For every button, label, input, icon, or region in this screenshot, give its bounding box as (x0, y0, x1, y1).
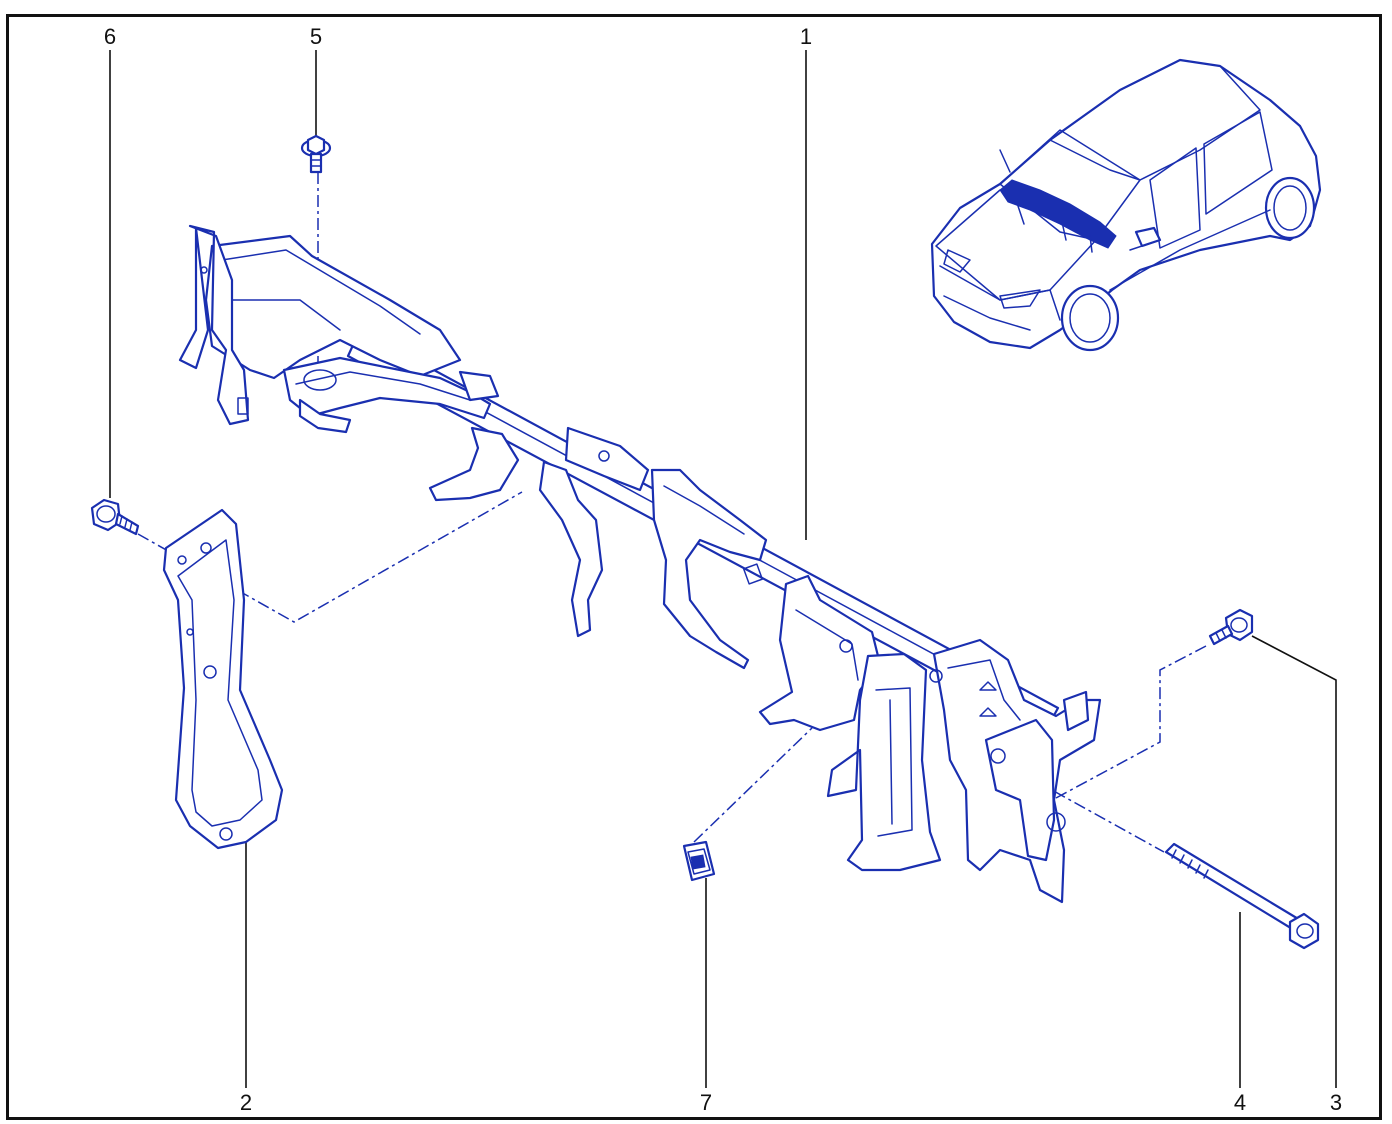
vehicle-sketch-icon (930, 58, 1322, 352)
callout-5: 5 (310, 24, 322, 49)
bolt-6-icon (90, 498, 140, 536)
callout-1: 1 (800, 24, 812, 49)
callout-7: 7 (700, 1090, 712, 1115)
long-bolt-4-icon (1164, 842, 1320, 950)
leader-lines (109, 50, 1337, 1088)
screw-5-icon (300, 134, 332, 174)
bolt-3-icon (1208, 608, 1254, 646)
left-bracket-2-icon (162, 508, 284, 850)
cross-beam-1-icon (178, 224, 1102, 904)
clip-nut-7-icon (682, 840, 716, 882)
callout-6: 6 (104, 24, 116, 49)
callout-3: 3 (1330, 1090, 1342, 1115)
callout-4: 4 (1234, 1090, 1246, 1115)
callout-2: 2 (240, 1090, 252, 1115)
